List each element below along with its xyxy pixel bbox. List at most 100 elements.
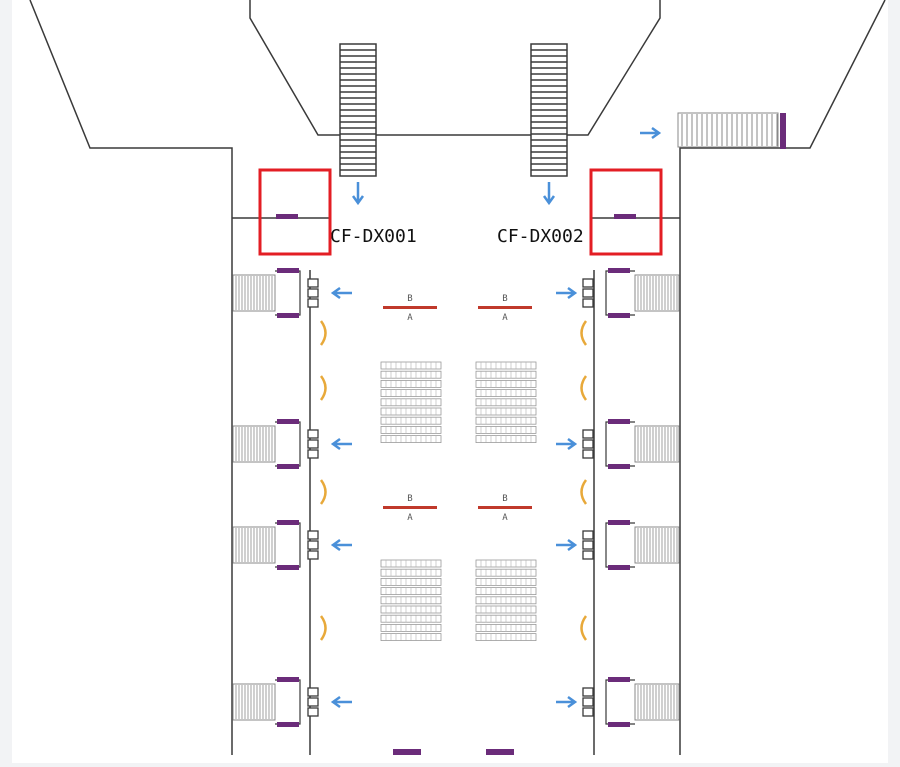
platform-door-right <box>580 320 588 346</box>
turnstile <box>307 697 319 707</box>
arrow-right-icon <box>556 286 578 300</box>
arrow-down-icon <box>351 182 365 206</box>
turnstile <box>582 530 594 540</box>
turnstile <box>582 429 594 439</box>
seating-block <box>475 559 537 641</box>
gate-bracket-right <box>605 677 635 727</box>
seating-block <box>475 361 537 444</box>
purple-gate <box>277 313 299 318</box>
platform-door-left <box>319 615 327 641</box>
turnstile <box>582 298 594 308</box>
stair-right <box>634 274 680 312</box>
turnstile <box>582 449 594 459</box>
purple-gate <box>277 464 299 469</box>
stair-left <box>232 683 276 721</box>
seating-block <box>380 361 442 444</box>
purple-gate <box>608 565 630 570</box>
gate-bracket-left <box>275 520 301 570</box>
purple-gate <box>608 722 630 727</box>
station-label-right: CF-DX002 <box>497 226 584 247</box>
highlight-box-right <box>589 168 663 256</box>
concourse-outline <box>249 0 661 136</box>
purple-gate-left-top <box>276 214 298 219</box>
sign-label-a: A <box>407 513 413 523</box>
arrow-right-icon <box>556 538 578 552</box>
purple-gate-upper-right <box>780 113 786 149</box>
turnstile <box>307 707 319 717</box>
stair-right <box>634 683 680 721</box>
purple-gate <box>277 677 299 682</box>
direction-sign: BA <box>383 494 437 523</box>
arrow-left-icon <box>330 286 352 300</box>
sign-label-b: B <box>502 494 507 504</box>
arrow-down-icon <box>542 182 556 206</box>
stair-left <box>232 274 276 312</box>
purple-gate <box>277 268 299 273</box>
platform-door-right <box>580 375 588 401</box>
purple-gate <box>608 464 630 469</box>
arrow-left-icon <box>330 538 352 552</box>
purple-gate <box>277 419 299 424</box>
platform-door-left <box>319 479 327 505</box>
turnstile <box>307 288 319 298</box>
sign-label-b: B <box>407 494 412 504</box>
arrow-left-icon <box>330 437 352 451</box>
right-outer-wall <box>679 0 886 755</box>
turnstile <box>582 439 594 449</box>
direction-sign: BA <box>383 294 437 323</box>
seating-block <box>380 559 442 641</box>
sign-label-a: A <box>502 313 508 323</box>
turnstile <box>307 278 319 288</box>
sign-label-b: B <box>502 294 507 304</box>
gate-bracket-left <box>275 677 301 727</box>
sign-bar <box>383 506 437 509</box>
stair-left <box>232 425 276 463</box>
platform-door-right <box>580 615 588 641</box>
station-label-left: CF-DX001 <box>330 226 417 247</box>
gate-bracket-right <box>605 520 635 570</box>
turnstile <box>307 298 319 308</box>
purple-gate <box>608 520 630 525</box>
turnstile <box>582 288 594 298</box>
platform-door-left <box>319 375 327 401</box>
purple-gate-right-top <box>614 214 636 219</box>
turnstile <box>307 550 319 560</box>
sign-bar <box>478 306 532 309</box>
escalator-top-right <box>530 43 568 177</box>
turnstile <box>307 687 319 697</box>
purple-gate <box>608 419 630 424</box>
left-outer-wall <box>29 0 233 755</box>
turnstile <box>582 697 594 707</box>
turnstile <box>307 449 319 459</box>
sign-bar <box>383 306 437 309</box>
purple-gate <box>277 565 299 570</box>
platform-door-right <box>580 479 588 505</box>
direction-sign: BA <box>478 294 532 323</box>
purple-gate <box>277 520 299 525</box>
turnstile <box>582 707 594 717</box>
turnstile <box>307 540 319 550</box>
turnstile <box>582 687 594 697</box>
turnstile <box>582 550 594 560</box>
escalator-top-left <box>339 43 377 177</box>
sign-label-a: A <box>407 313 413 323</box>
purple-gate <box>608 313 630 318</box>
purple-gate-bottom-right <box>486 749 514 755</box>
direction-sign: BA <box>478 494 532 523</box>
turnstile <box>307 429 319 439</box>
purple-gate <box>277 722 299 727</box>
arrow-left-icon <box>330 695 352 709</box>
gate-bracket-left <box>275 419 301 469</box>
sign-label-a: A <box>502 513 508 523</box>
turnstile <box>307 530 319 540</box>
sign-bar <box>478 506 532 509</box>
arrow-right-icon <box>556 695 578 709</box>
stair-right <box>634 425 680 463</box>
gate-bracket-left <box>275 268 301 318</box>
sign-label-b: B <box>407 294 412 304</box>
highlight-box-left <box>258 168 332 256</box>
arrow-right-icon <box>640 126 662 140</box>
stair-right <box>634 526 680 564</box>
